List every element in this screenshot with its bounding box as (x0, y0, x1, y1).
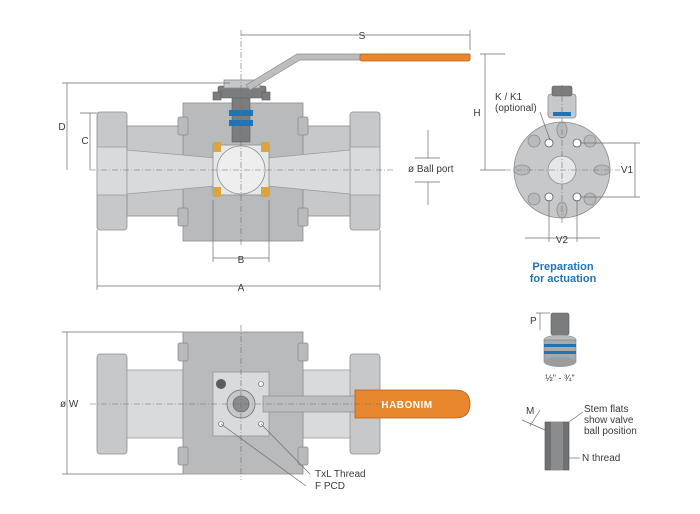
optional-label: (optional) (495, 103, 537, 114)
dim-d-label: D (58, 122, 65, 133)
thread-range-label: ½" - ¾" (545, 373, 574, 383)
front-view (90, 30, 471, 245)
f-pcd-label: F PCD (315, 481, 345, 492)
top-view: HABONIM (90, 325, 471, 480)
stem-detail-flats: M Stem flats show valve ball position N … (521, 404, 637, 471)
dim-v2-label: V2 (556, 235, 569, 246)
dim-c-label: C (81, 136, 88, 147)
prep-title-line2: for actuation (530, 273, 597, 285)
k-label: K / K1 (495, 92, 523, 103)
dim-b-label: B (238, 255, 245, 266)
dim-s-label: S (359, 31, 366, 42)
dim-a-label: A (238, 283, 245, 294)
stem-detail-thread: P ½" - ¾" (530, 312, 577, 383)
n-thread-label: N thread (582, 453, 620, 464)
txl-thread-label: TxL Thread (315, 469, 366, 480)
side-view: V1 V2 K / K1 (optional) (495, 85, 640, 246)
dim-h-label: H (473, 108, 480, 119)
dim-v1-label: V1 (621, 165, 634, 176)
stem-flats-line3: ball position (584, 426, 637, 437)
front-dimensions: S H D C ø Ball port B A (58, 30, 505, 294)
dim-w-label: ø W (60, 399, 79, 410)
ball-port-label: ø Ball port (408, 164, 454, 175)
brand-label: HABONIM (381, 400, 432, 411)
p-label: P (530, 316, 537, 327)
stem-flats-line2: show valve (584, 415, 634, 426)
stem-flats-line1: Stem flats (584, 404, 628, 415)
prep-title-line1: Preparation (532, 261, 593, 273)
top-dimensions: ø W TxL Thread F PCD (60, 331, 366, 492)
m-label: M (526, 406, 534, 417)
